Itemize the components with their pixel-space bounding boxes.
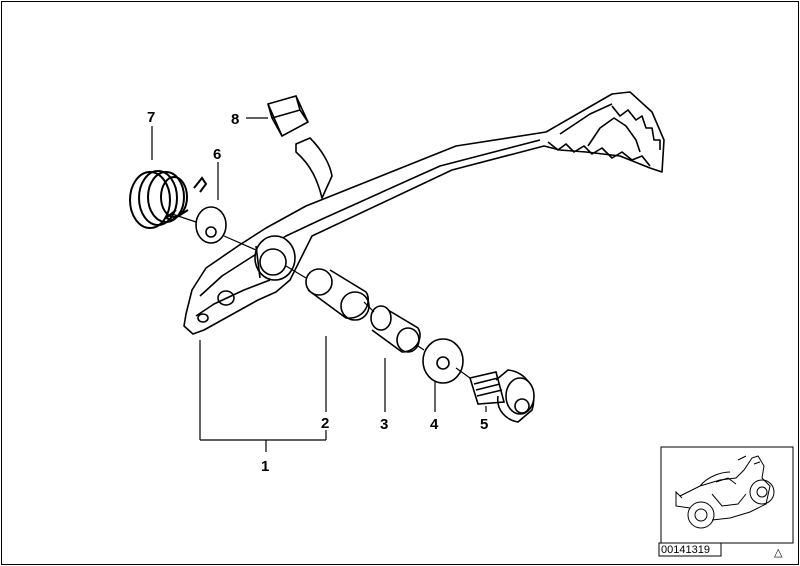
motorcycle-icon [675, 455, 775, 529]
motorcycle-inset [660, 446, 794, 544]
part-8-rubber-pad [266, 95, 310, 138]
callout-1: 1 [261, 458, 269, 475]
part-7-spring [129, 170, 208, 229]
callout-7: 7 [147, 109, 155, 126]
part-6-washer [195, 206, 227, 244]
assembly-axis-lines [171, 213, 471, 379]
part-5-bolt [468, 369, 535, 423]
part-3-bushing [370, 305, 421, 353]
callout-8: 8 [231, 111, 239, 128]
document-number: 00141319 [661, 544, 710, 556]
part-2-bushing [305, 268, 370, 321]
callout-6: 6 [213, 146, 221, 163]
callout-5: 5 [480, 416, 488, 433]
callout-2: 2 [321, 415, 329, 432]
warning-triangle-icon: △ [774, 547, 783, 559]
leader-lines [151, 117, 487, 452]
callout-4: 4 [430, 416, 439, 433]
part-1-pedal-lever [183, 91, 665, 335]
part-4-washer [422, 338, 464, 384]
callout-3: 3 [380, 416, 388, 433]
document-number-box [658, 542, 722, 557]
